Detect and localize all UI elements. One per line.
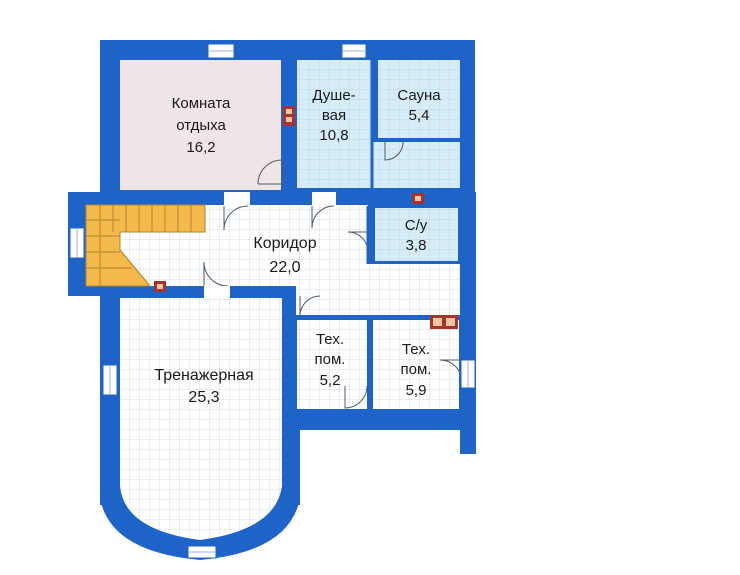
label-shower-name-1: Душе- [312,87,355,104]
room-tech1-floor [297,320,367,409]
label-lounge-area: 16,2 [186,139,215,156]
room-labels: Комната отдыха 16,2 Душе- вая 10,8 Сауна… [154,87,441,406]
label-gym-area: 25,3 [188,389,219,406]
door-openings [204,192,336,298]
room-wc-floor [375,208,458,261]
label-tech1-name-2: пом. [315,351,346,368]
label-tech1-area: 5,2 [320,372,341,389]
doors [203,141,463,409]
room-sauna-floor [378,60,460,138]
partitions [366,60,460,410]
label-shower-name-2: вая [322,107,346,124]
label-tech2-name-2: пом. [401,361,432,378]
room-shower-floor [297,60,372,188]
label-gym-name: Тренажерная [154,367,253,384]
room-gym-floor [120,298,282,540]
chimneys [154,106,458,329]
label-sauna-area: 5,4 [409,107,430,124]
room-interiors [86,60,460,540]
label-shower-area: 10,8 [319,127,348,144]
staircase [85,204,206,287]
label-corridor-area: 22,0 [269,259,300,276]
room-tech2-floor [373,320,459,409]
label-tech1-name-1: Тех. [316,331,344,348]
room-lounge-floor [120,60,281,190]
label-tech2-name-1: Тех. [402,341,430,358]
label-sauna-name: Сауна [397,87,441,104]
label-wc-area: 3,8 [406,237,427,254]
label-lounge-name-1: Комната [172,95,231,112]
label-tech2-area: 5,9 [406,382,427,399]
label-corridor-name: Коридор [253,235,316,252]
label-lounge-name-2: отдыха [176,117,226,134]
label-wc-name: С/у [405,217,428,234]
